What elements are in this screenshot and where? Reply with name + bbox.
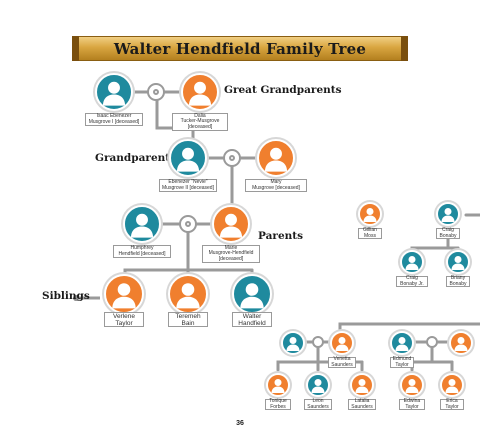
generation-label-parents: Parents (258, 230, 304, 242)
person-avatar-icon[interactable] (400, 250, 424, 274)
title-banner: Walter Hendfield Family Tree (72, 36, 408, 61)
person-avatar-icon[interactable] (446, 250, 470, 274)
page-number: 36 (236, 420, 244, 427)
person-avatar-icon[interactable] (306, 373, 330, 397)
generation-label-grandparents: Grandparents (95, 152, 177, 164)
marriage-ring-icon (312, 336, 324, 348)
generation-label-siblings: Siblings (42, 290, 90, 302)
person-avatar-icon[interactable] (330, 331, 354, 355)
person-avatar-icon[interactable] (168, 274, 208, 314)
person-avatar-icon[interactable] (358, 202, 382, 226)
generation-label-great-grandparents: Great Grandparents (224, 84, 342, 96)
person-avatar-icon[interactable] (181, 73, 219, 111)
person-avatar-icon[interactable] (350, 373, 374, 397)
person-avatar-icon[interactable] (390, 331, 414, 355)
person-avatar-icon[interactable] (212, 205, 250, 243)
person-avatar-icon[interactable] (169, 139, 207, 177)
banner-left-edge (72, 36, 79, 61)
marriage-ring-icon (147, 83, 165, 101)
person-avatar-icon[interactable] (95, 73, 133, 111)
banner-right-edge (401, 36, 408, 61)
person-avatar-icon[interactable] (400, 373, 424, 397)
person-avatar-icon[interactable] (104, 274, 144, 314)
person-avatar-icon[interactable] (232, 274, 272, 314)
person-avatar-icon[interactable] (257, 139, 295, 177)
marriage-ring-icon (426, 336, 438, 348)
person-avatar-icon[interactable] (449, 331, 473, 355)
marriage-ring-icon (179, 215, 197, 233)
person-avatar-icon[interactable] (440, 373, 464, 397)
person-avatar-icon[interactable] (266, 373, 290, 397)
person-avatar-icon[interactable] (123, 205, 161, 243)
person-avatar-icon[interactable] (281, 331, 305, 355)
page-title: Walter Hendfield Family Tree (113, 39, 367, 58)
person-name-label: Ebenezer "Nevie"Musgrove II [deceased] (159, 179, 217, 192)
marriage-ring-icon (223, 149, 241, 167)
person-avatar-icon[interactable] (436, 202, 460, 226)
